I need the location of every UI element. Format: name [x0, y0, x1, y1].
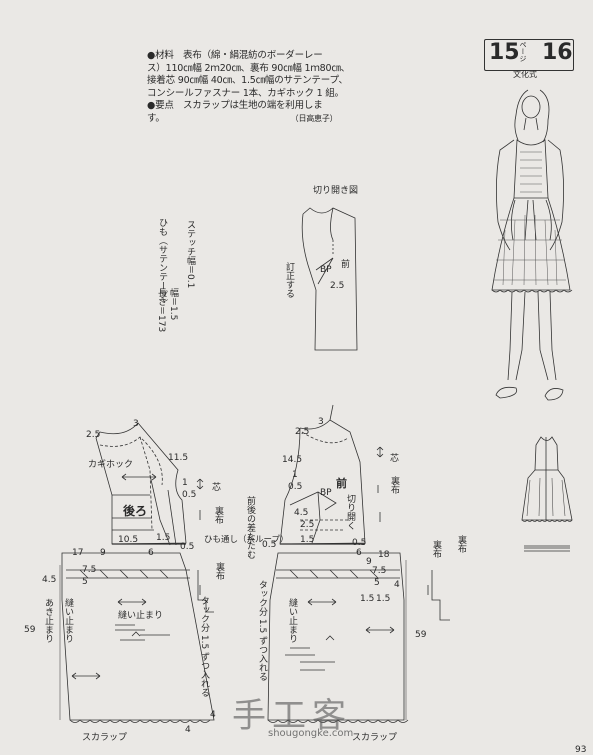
dim: 18 — [378, 550, 390, 560]
slash-value: 2.5 — [330, 281, 345, 291]
dim: 9 — [366, 557, 372, 567]
page-label: ページ — [519, 41, 527, 62]
back-tuck: タック分 1.5 ずつ入れる — [199, 596, 209, 698]
dim: 1.5 — [300, 535, 315, 545]
dim: 6 — [356, 548, 362, 558]
dim: 2.5 — [295, 427, 310, 437]
hook-label: カギホック — [88, 460, 134, 470]
materials-line: ●要点 スカラップは生地の端を利用しま — [147, 100, 323, 111]
front-ura: 裏布 — [389, 476, 399, 494]
nuidomari-back-2: 縫い止まり — [118, 611, 164, 621]
kirihiraku: 切り開く — [345, 494, 355, 530]
back-title: 後ろ — [123, 504, 148, 518]
back-bodice-pattern — [95, 422, 187, 546]
back-ura: 裏布 — [213, 506, 223, 524]
dim: 4.5 — [42, 575, 57, 585]
dim: 4 — [185, 725, 191, 735]
dim: 4 — [210, 710, 216, 720]
slash-front: 前 — [341, 260, 351, 270]
dim: 3 — [318, 417, 324, 427]
materials-line: コンシールファスナー 1本、カギホック 1 組。 — [147, 87, 344, 99]
tie-tape-label: ひも（サテンテープ） — [157, 218, 167, 308]
page-number: 16 — [542, 40, 573, 65]
dim: 0.5 — [180, 542, 195, 552]
tie-width: 幅＝1.5 — [168, 288, 178, 321]
watermark-url: shougongke.com — [268, 728, 354, 739]
dim: 1 — [292, 470, 298, 480]
dim: 5 — [374, 578, 380, 588]
model-illustration — [491, 89, 573, 401]
watermark-logo: 手工客 — [232, 696, 352, 736]
dim: 4 — [394, 580, 400, 590]
dim: 2.5 — [86, 430, 101, 440]
page-number-main: 15 — [489, 40, 520, 65]
dim: 6 — [148, 548, 154, 558]
slash-dart-note: 訂正する — [284, 262, 294, 298]
stitch-note: ステッチ幅＝0.1 — [185, 220, 195, 289]
slash-diagram — [301, 207, 358, 351]
dim: 1.5 — [156, 533, 171, 543]
slash-bp: BP — [320, 265, 332, 275]
front-tuck: タック分 1.5 ずつ入れる — [257, 580, 267, 682]
back-shin: 芯 — [212, 483, 222, 493]
back-skirt-pattern — [59, 552, 215, 723]
corner-page-number: 93 — [575, 745, 587, 755]
back-scallop: スカラップ — [82, 733, 128, 743]
dim: 11.5 — [168, 453, 189, 463]
dim: 9 — [100, 548, 106, 558]
slash-title: 切り開き図 — [313, 186, 359, 196]
dim: 0.5 — [352, 538, 367, 548]
dim: 0.5 — [262, 540, 277, 550]
materials-line: 接着芯 90㎝幅 40㎝、1.5㎝幅のサテンテープ、 — [147, 75, 348, 86]
front-shin: 芯 — [390, 454, 400, 464]
front-bp: BP — [320, 488, 332, 498]
dim: 59 — [24, 625, 36, 635]
front-scallop: スカラップ — [352, 733, 398, 743]
dim: 1 — [182, 478, 188, 488]
tie-length: 長さ＝173 — [156, 288, 166, 333]
back-ura2: 裏布 — [214, 562, 224, 580]
style-label: 文化式 — [513, 70, 537, 79]
dim: 4.5 — [294, 508, 309, 518]
credit: （日高恵子） — [294, 113, 338, 123]
back-view-sketch — [521, 436, 573, 552]
front-bodice-pattern — [279, 404, 366, 545]
dim: 1.5 — [376, 594, 391, 604]
dim: 14.5 — [282, 455, 303, 465]
nuidomari-back: 縫い止まり — [63, 598, 73, 643]
front-ura2: 裏布 — [431, 540, 441, 558]
dim: 7.5 — [82, 565, 97, 575]
materials-line: ●材料 表布（綿・絹混紡のボーダーレー — [147, 50, 323, 61]
loop-label: ひも通し（糸ループ） — [204, 535, 289, 545]
dim: 3 — [133, 419, 139, 429]
dim: 17 — [72, 548, 84, 558]
materials-line: す。（日高恵子） — [147, 112, 338, 124]
dim: 7.5 — [372, 566, 387, 576]
front-title: 前 — [336, 477, 347, 490]
nuidomari-front: 縫い止まり — [287, 598, 297, 643]
dim: 1.5 — [360, 594, 375, 604]
dim: 10.5 — [118, 535, 139, 545]
grain-arrows — [71, 446, 429, 680]
page-reference-box — [484, 39, 574, 71]
diff-label: 前後の差たたむ — [245, 496, 255, 559]
dim: 0.5 — [182, 490, 197, 500]
dim: 2.5 — [300, 520, 315, 530]
akidomari: あき止まり — [43, 598, 53, 643]
dim: 0.5 — [288, 482, 303, 492]
materials-line: ス）110㎝幅 2ｍ20㎝、裏布 90㎝幅 1ｍ80㎝、 — [147, 62, 350, 74]
dim: 5 — [82, 577, 88, 587]
materials-block: ●材料 表布（綿・絹混紡のボーダーレー ス）110㎝幅 2ｍ20㎝、裏布 90㎝… — [147, 50, 372, 125]
front-skirt-pattern — [267, 552, 450, 723]
front-ura3: 裏布 — [456, 535, 466, 553]
dim: 59 — [415, 630, 427, 640]
